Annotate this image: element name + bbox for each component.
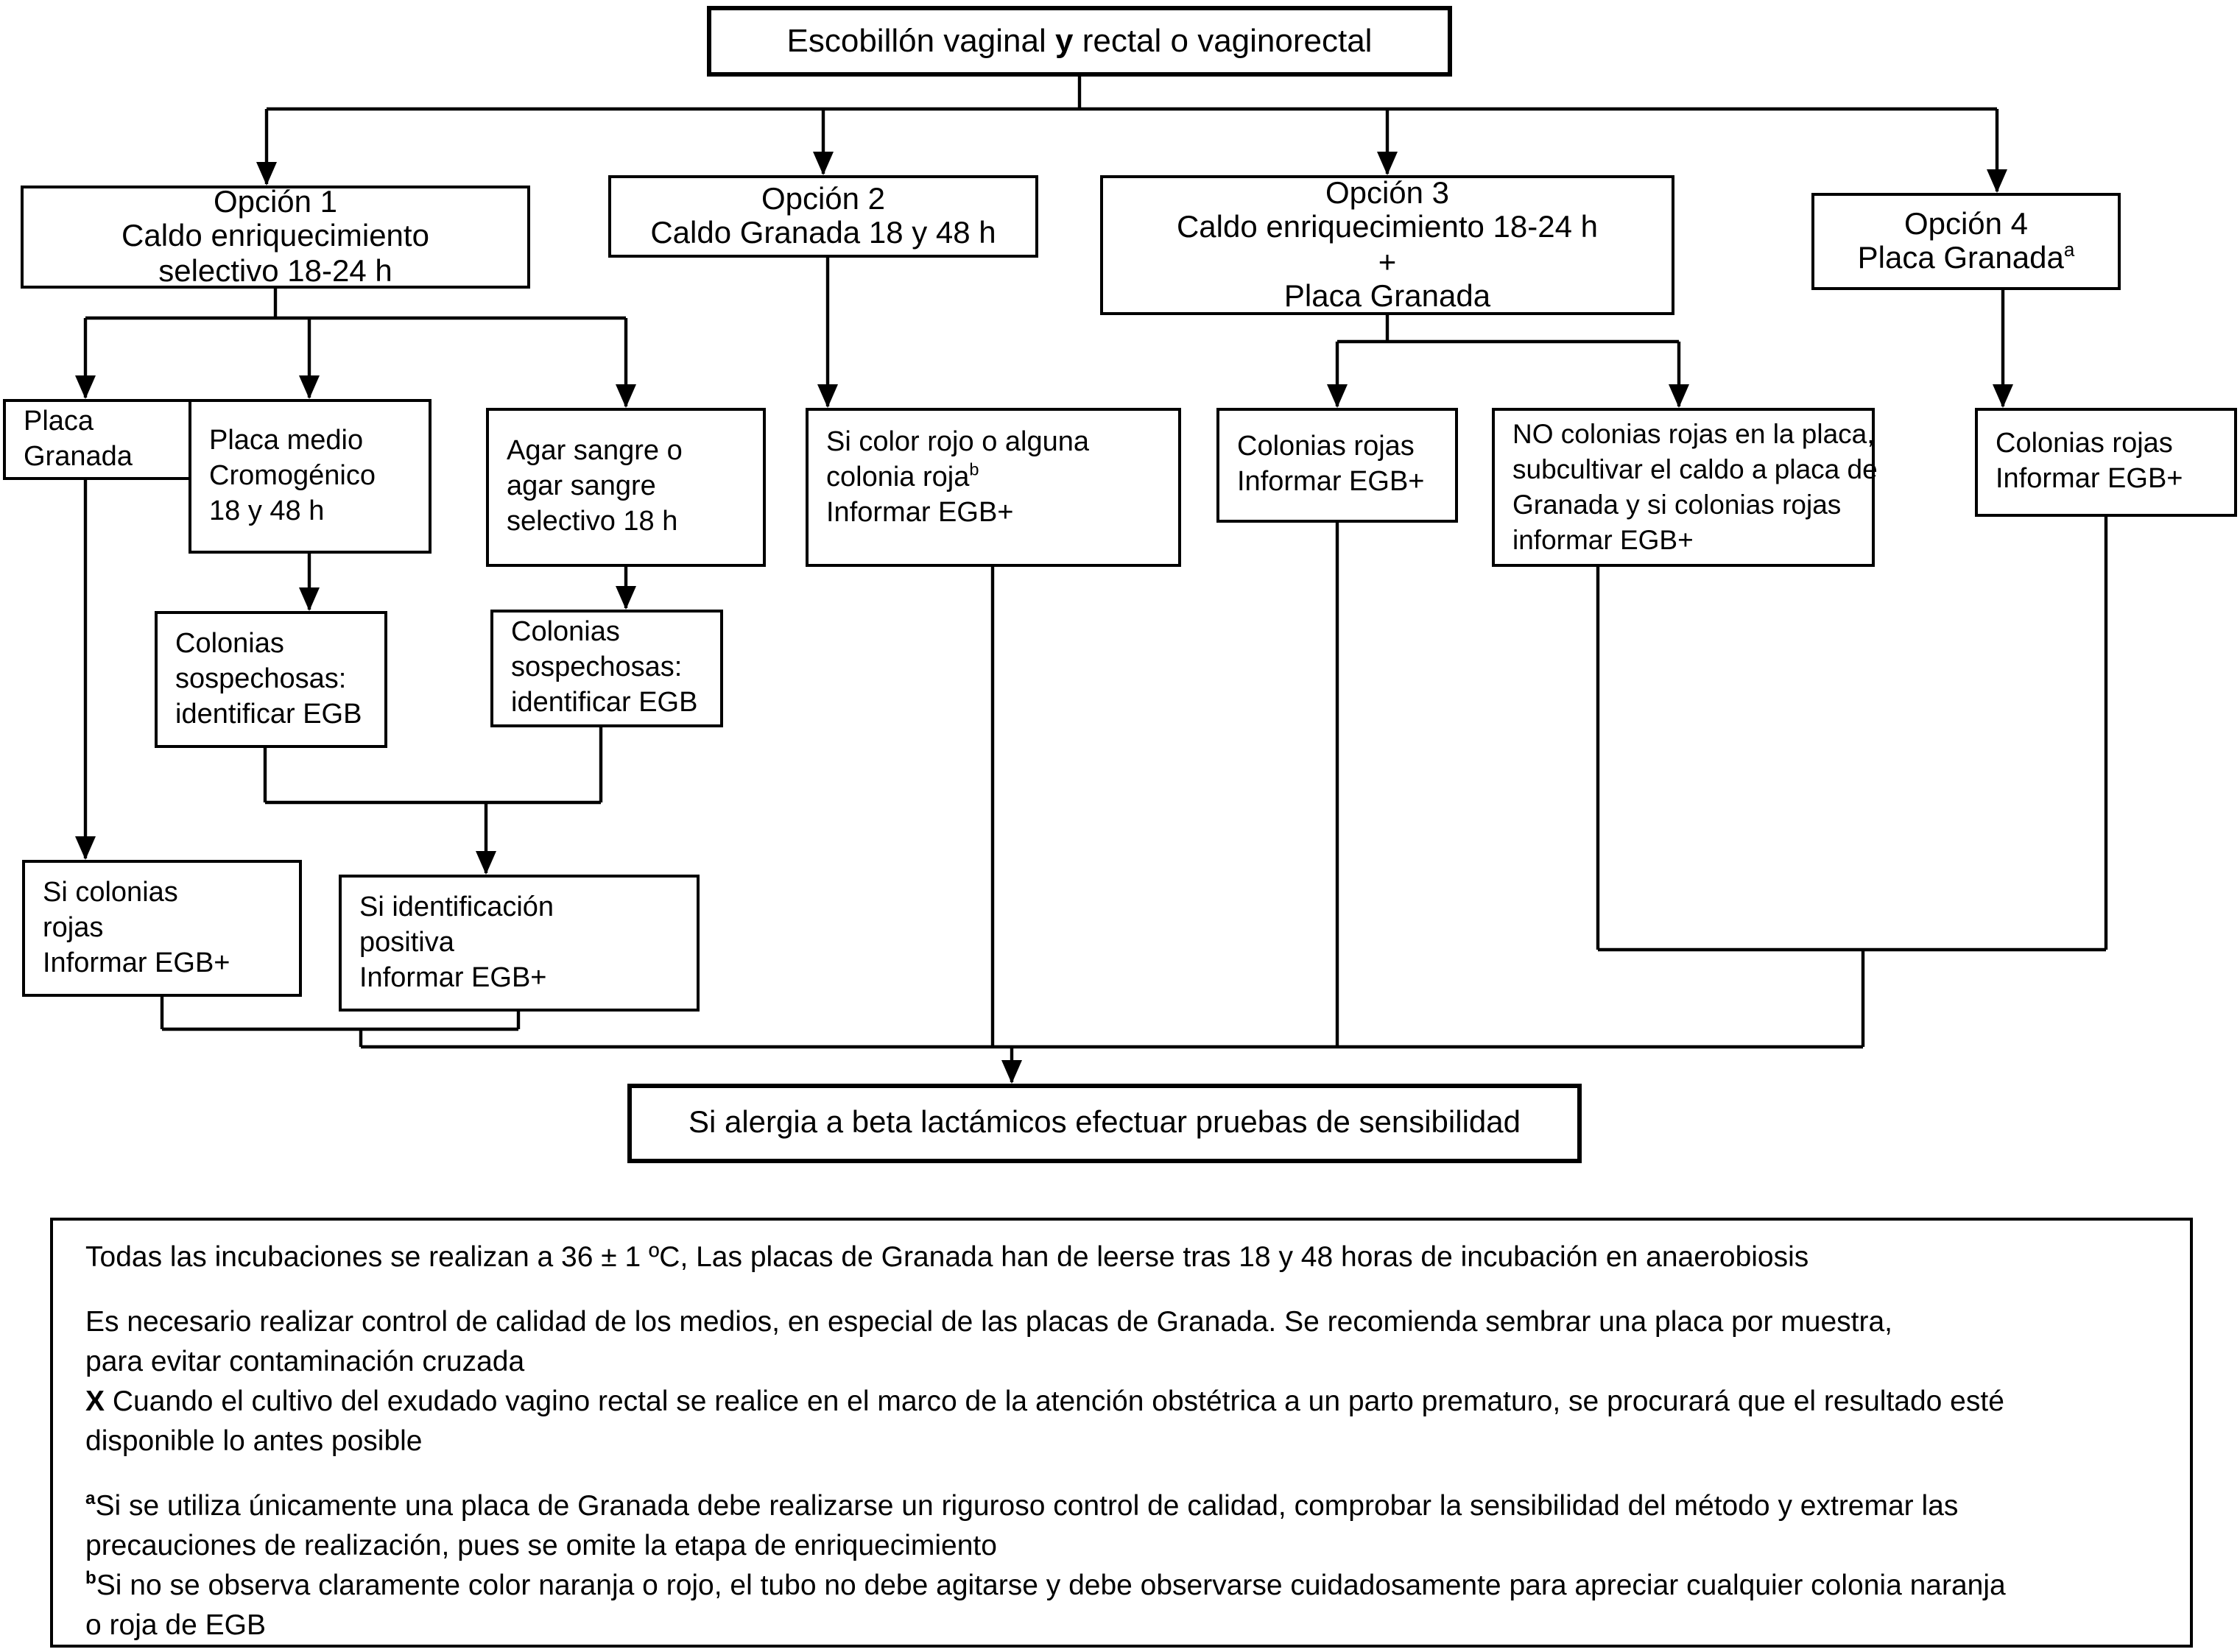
box-line: identificar EGB — [511, 688, 698, 719]
box-line: Colonias — [511, 617, 620, 648]
box-line: selectivo 18-24 h — [158, 254, 392, 289]
footnote-marker-b: b — [85, 1567, 96, 1588]
box-placa-medio-cromogenico: Placa medio Cromogénico 18 y 48 h — [189, 399, 432, 554]
box-line: + — [1378, 245, 1397, 279]
box-line: Informar EGB+ — [43, 947, 230, 978]
connector-opcion2-branch — [817, 258, 995, 1047]
box-line: selectivo 18 h — [507, 506, 678, 537]
connector-top-to-options — [256, 77, 2007, 193]
box-si-identificacion-positiva: Si identificación positiva Informar EGB+ — [339, 875, 700, 1012]
box-no-colonias-rojas: NO colonias rojas en la placa, subcultiv… — [1492, 408, 1878, 567]
box-si-color-rojo: Si color rojo o alguna colonia rojab Inf… — [806, 408, 1181, 567]
box-agar-sangre: Agar sangre o agar sangre selectivo 18 h — [486, 408, 766, 567]
box-opcion-2: Opción 2 Caldo Granada 18 y 48 h — [608, 175, 1038, 258]
connector-opcion1-branch — [75, 289, 636, 875]
box-line: Opción 1 — [213, 185, 338, 219]
box-line: Informar EGB+ — [1237, 467, 1425, 498]
box-line: Si color rojo o alguna — [826, 427, 1089, 458]
box-line: Caldo enriquecimiento 18-24 h — [1176, 211, 1598, 244]
box-opcion-1: Opción 1 Caldo enriquecimiento selectivo… — [21, 186, 530, 289]
note-control-calidad: Es necesario realizar control de calidad… — [85, 1306, 1893, 1378]
box-si-alergia: Si alergia a beta lactámicos efectuar pr… — [627, 1084, 1582, 1163]
box-line: NO colonias rojas en la placa, — [1512, 418, 1875, 449]
box-line: positiva — [359, 927, 454, 958]
box-line: Granada — [24, 441, 133, 472]
box-line: Agar sangre o — [507, 436, 683, 467]
box-line: informar EGB+ — [1512, 524, 1694, 555]
box-line: Colonias rojas — [1996, 428, 2173, 459]
box-line: Si identificación — [359, 892, 554, 922]
box-line: Colonias rojas — [1237, 431, 1415, 462]
box-colonias-rojas-opcion4: Colonias rojas Informar EGB+ — [1975, 408, 2237, 517]
connector-opcion4-branch — [1598, 290, 2108, 1047]
box-line: Placa — [24, 406, 94, 437]
box-colonias-sospechosas-2: Colonias sospechosas: identificar EGB — [490, 610, 723, 727]
box-line: Colonias — [175, 628, 284, 659]
box-line: sospechosas: — [175, 663, 347, 694]
box-line: 18 y 48 h — [209, 495, 325, 526]
box-line: Opción 2 — [761, 182, 886, 216]
box-line: Placa Granadaa — [1857, 239, 2075, 275]
box-line: Opción 3 — [1325, 176, 1450, 210]
note-b-color-naranja: bSi no se observa claramente color naran… — [85, 1567, 2006, 1642]
box-line: Granada y si colonias rojas — [1512, 489, 1842, 520]
box-line: subcultivar el caldo a placa de — [1512, 453, 1878, 484]
box-line: sospechosas: — [511, 652, 683, 683]
box-line: Informar EGB+ — [1996, 464, 2183, 495]
footnote-marker-a: a — [85, 1488, 96, 1508]
box-line: identificar EGB — [175, 699, 362, 730]
box-line: Informar EGB+ — [359, 962, 547, 993]
box-line: Opción 4 — [1903, 207, 2029, 241]
box-opcion-3: Opción 3 Caldo enriquecimiento 18-24 h +… — [1100, 175, 1674, 315]
note-a-placa-granada: aSi se utiliza únicamente una placa de G… — [85, 1488, 1959, 1562]
box-line: rojas — [43, 912, 104, 943]
notes-panel: Todas las incubaciones se realizan a 36 … — [50, 1218, 2193, 1648]
title-text: Escobillón vaginal y rectal o vaginorect… — [786, 22, 1373, 60]
footnote-marker-b: b — [969, 460, 979, 480]
box-colonias-rojas-opcion3: Colonias rojas Informar EGB+ — [1216, 408, 1458, 523]
note-x-parto-prematuro: X Cuando el cultivo del exudado vagino r… — [85, 1386, 2004, 1458]
box-line: Si colonias — [43, 877, 178, 908]
box-line: Cromogénico — [209, 460, 376, 491]
box-placa-granada: Placa Granada — [3, 399, 209, 480]
box-line: agar sangre — [507, 471, 656, 502]
box-line: colonia rojab — [826, 460, 979, 493]
box-line: Si alergia a beta lactámicos efectuar pr… — [688, 1106, 1521, 1140]
box-colonias-sospechosas-1: Colonias sospechosas: identificar EGB — [155, 611, 387, 748]
footnote-marker-a: a — [2063, 239, 2075, 261]
box-line: Caldo Granada 18 y 48 h — [650, 216, 996, 250]
box-si-colonias-rojas: Si colonias rojas Informar EGB+ — [22, 860, 302, 997]
box-escobillon-title: Escobillón vaginal y rectal o vaginorect… — [707, 6, 1452, 77]
box-opcion-4: Opción 4 Placa Granadaa — [1811, 193, 2121, 290]
box-line: Informar EGB+ — [826, 498, 1014, 529]
box-line: Caldo enriquecimiento — [121, 219, 429, 254]
note-incubaciones: Todas las incubaciones se realizan a 36 … — [85, 1241, 1809, 1274]
box-line: Placa Granada — [1283, 280, 1491, 314]
box-line: Placa medio — [209, 425, 364, 456]
